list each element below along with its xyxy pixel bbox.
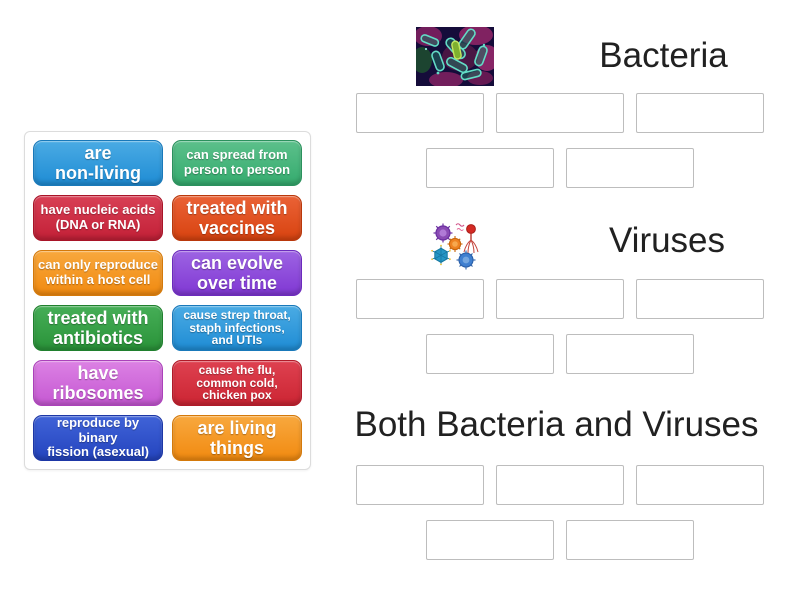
- drop-slot[interactable]: [496, 93, 624, 133]
- drop-slot[interactable]: [426, 148, 554, 188]
- drop-slot[interactable]: [566, 520, 694, 560]
- drop-slot[interactable]: [496, 279, 624, 319]
- tile-are-non-living[interactable]: are non-living: [33, 140, 163, 186]
- drop-slot[interactable]: [636, 93, 764, 133]
- bacteria-image: [416, 27, 494, 86]
- tile-treated-with-antibiotics[interactable]: treated with antibiotics: [33, 305, 163, 351]
- category-title-bacteria: Bacteria: [599, 36, 728, 75]
- tile-have-ribosomes[interactable]: have ribosomes: [33, 360, 163, 406]
- tile-can-evolve-over-time[interactable]: can evolve over time: [172, 250, 302, 296]
- category-title-viruses: Viruses: [608, 221, 726, 260]
- bacteria-slots-row-1: [353, 93, 767, 133]
- both-slots-row-2: [353, 520, 767, 560]
- tile-are-living-things[interactable]: are living things: [172, 415, 302, 461]
- virus-cluster-graphic: [431, 223, 479, 270]
- bacteria-slots-row-2: [353, 148, 767, 188]
- viruses-slots-row-1: [353, 279, 767, 319]
- tile-reproduce-by-binary-fission-asexual[interactable]: reproduce by binary fission (asexual): [33, 415, 163, 461]
- tile-can-spread-from-person-to-person[interactable]: can spread from person to person: [172, 140, 302, 186]
- drop-slot[interactable]: [356, 279, 484, 319]
- bacteria-micrograph-graphic: [416, 27, 494, 86]
- both-slots-row-1: [353, 465, 767, 505]
- drop-slot[interactable]: [356, 465, 484, 505]
- drop-slot[interactable]: [566, 148, 694, 188]
- drop-slot[interactable]: [426, 334, 554, 374]
- tile-treated-with-vaccines[interactable]: treated with vaccines: [172, 195, 302, 241]
- viruses-image: [428, 221, 482, 270]
- drop-slot[interactable]: [636, 465, 764, 505]
- drop-slot[interactable]: [566, 334, 694, 374]
- viruses-slots-row-2: [353, 334, 767, 374]
- drop-slot[interactable]: [426, 520, 554, 560]
- drop-slot[interactable]: [356, 93, 484, 133]
- tile-have-nucleic-acids-dna-or-rna[interactable]: have nucleic acids (DNA or RNA): [33, 195, 163, 241]
- tile-cause-strep-throat-staph-infections-and-utis[interactable]: cause strep throat, staph infections, an…: [172, 305, 302, 351]
- drop-slot[interactable]: [496, 465, 624, 505]
- tile-can-only-reproduce-within-a-host-cell[interactable]: can only reproduce within a host cell: [33, 250, 163, 296]
- category-title-both: Both Bacteria and Viruses: [354, 405, 759, 444]
- tile-cause-the-flu-common-cold-chicken-pox[interactable]: cause the flu, common cold, chicken pox: [172, 360, 302, 406]
- drop-slot[interactable]: [636, 279, 764, 319]
